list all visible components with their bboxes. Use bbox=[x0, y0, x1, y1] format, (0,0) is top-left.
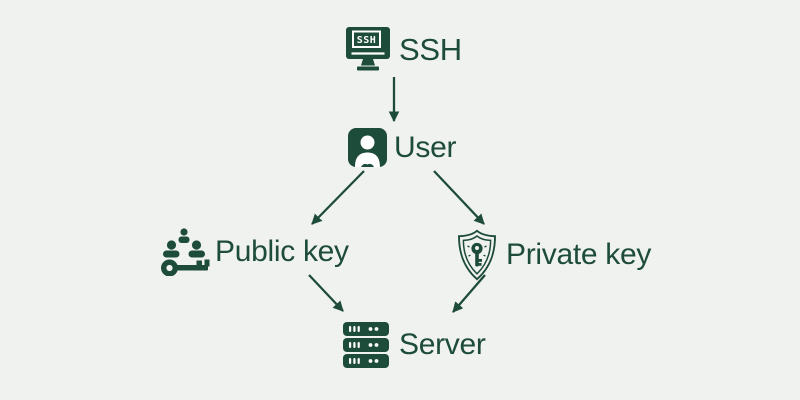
node-private-key-label: Private key bbox=[506, 238, 652, 271]
node-user-label: User bbox=[394, 130, 457, 164]
node-server: Server bbox=[342, 322, 486, 368]
node-ssh-label: SSH bbox=[399, 31, 462, 67]
server-row bbox=[343, 338, 389, 352]
node-public-key: Public key bbox=[160, 228, 349, 276]
user-group-key-icon bbox=[161, 228, 210, 276]
ssh-screen-label: SSH bbox=[357, 35, 377, 46]
node-ssh: SSH SSH bbox=[346, 27, 462, 71]
server-row bbox=[343, 354, 389, 368]
shield-key-icon bbox=[458, 229, 496, 281]
arrow-user-to-public-key bbox=[311, 170, 365, 225]
ssh-monitor-icon: SSH bbox=[346, 27, 390, 71]
arrow-public-key-to-server bbox=[308, 274, 344, 312]
user-icon bbox=[348, 128, 387, 167]
server-row bbox=[343, 322, 389, 336]
server-rack-icon bbox=[343, 322, 389, 368]
node-user: User bbox=[348, 128, 456, 167]
node-private-key: Private key bbox=[454, 229, 651, 281]
node-server-label: Server bbox=[399, 328, 486, 361]
shield-tick-marks bbox=[467, 245, 487, 257]
arrow-user-to-private-key bbox=[433, 170, 485, 225]
node-public-key-label: Public key bbox=[215, 235, 349, 268]
